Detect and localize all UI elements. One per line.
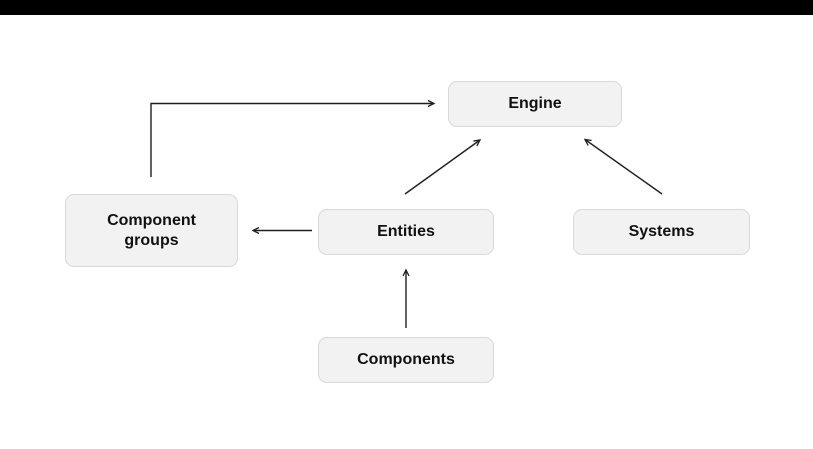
node-components[interactable]: Components [318,337,494,383]
node-component-groups-label: Component groups [107,211,196,249]
edge-component-groups-to-engine [150,99,436,177]
node-components-label: Components [357,351,455,368]
edge-entities-to-engine [404,139,482,195]
node-entities[interactable]: Entities [318,209,494,255]
node-systems-label: Systems [628,223,695,240]
letterbox-top-bar [0,0,813,15]
node-engine[interactable]: Engine [448,81,622,127]
node-component-groups[interactable]: Component groups [65,194,238,267]
node-systems[interactable]: Systems [573,209,750,255]
node-entities-label: Entities [377,223,435,240]
edge-systems-to-engine [583,138,663,195]
node-engine-label: Engine [508,95,562,112]
